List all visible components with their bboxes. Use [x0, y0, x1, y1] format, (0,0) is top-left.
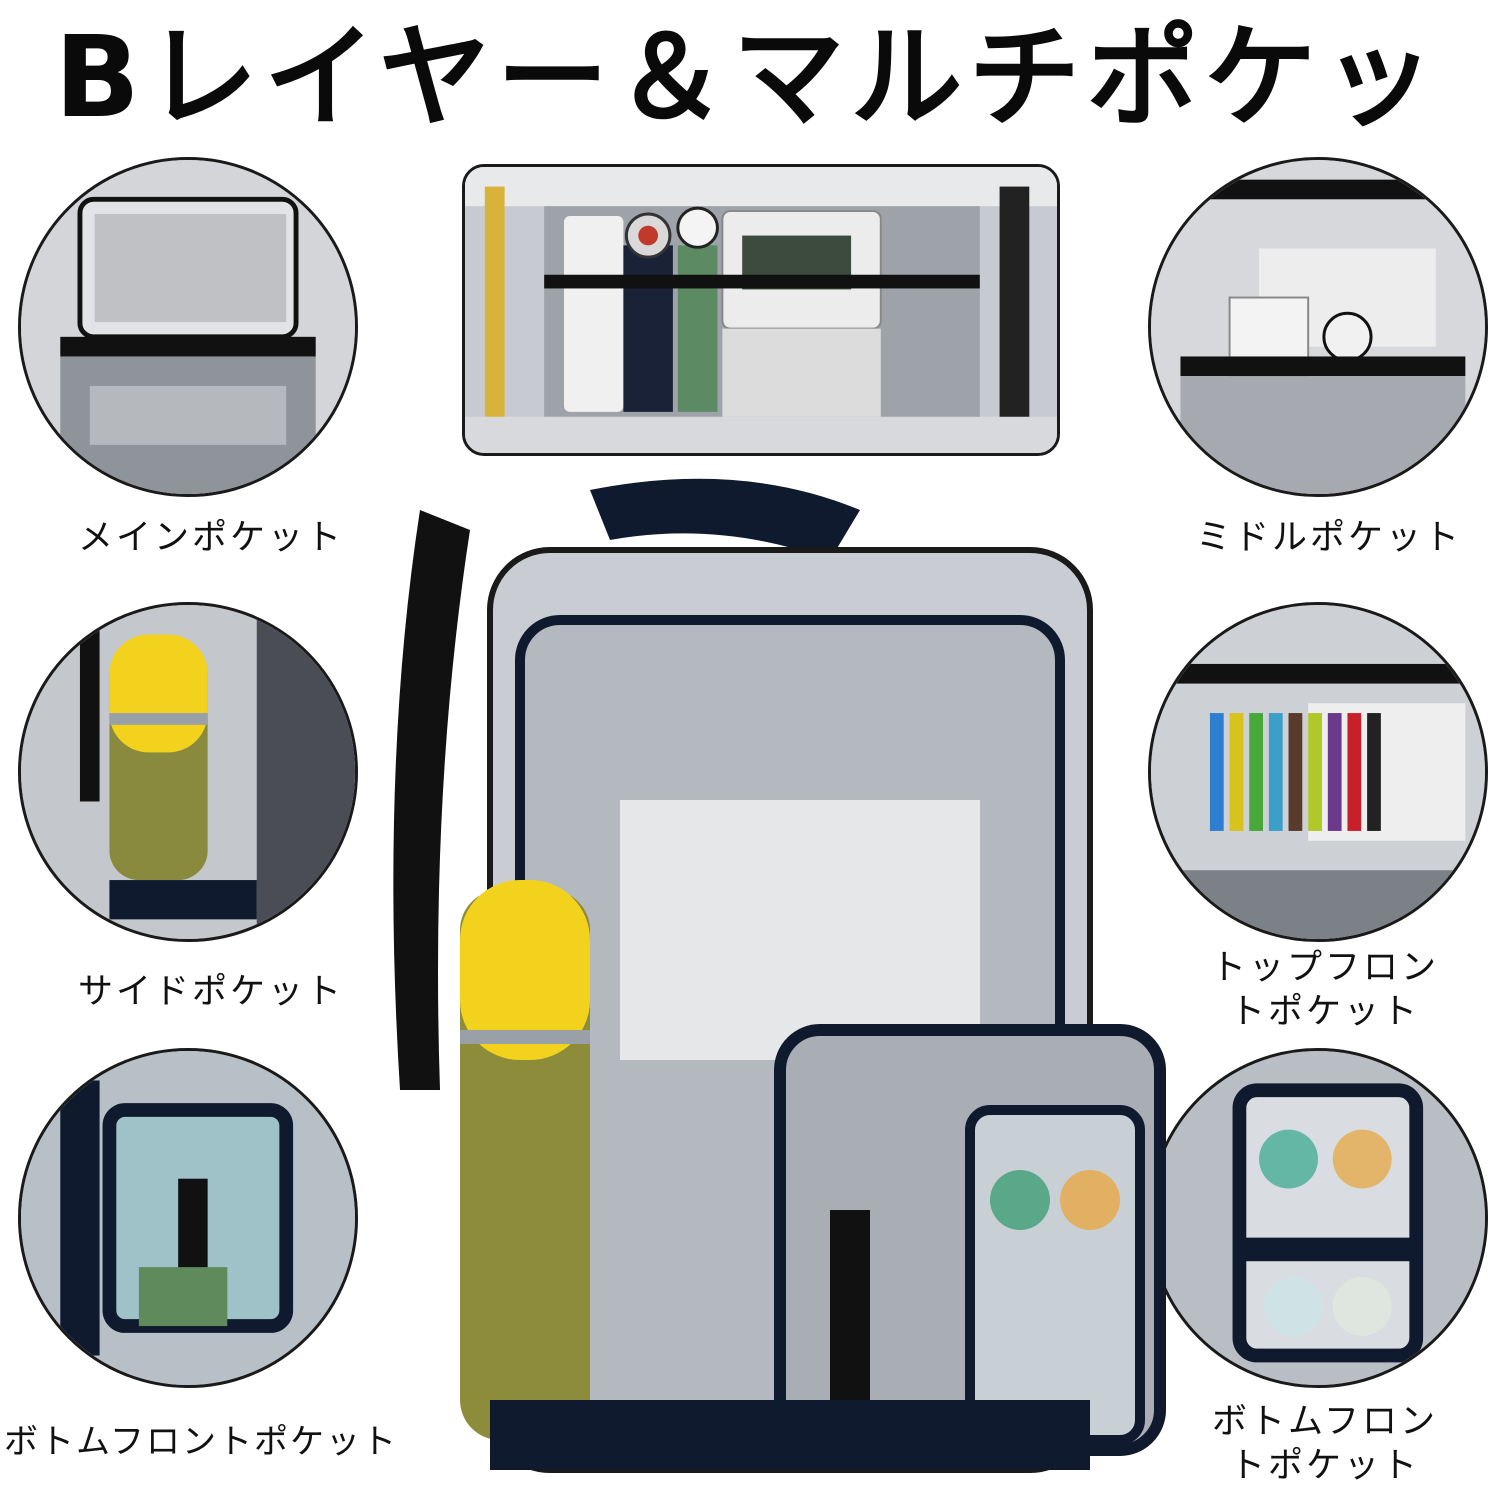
bottom-front-pocket-photo-left: [18, 1048, 358, 1388]
bottom-front-pocket-label-right: ボトムフロン トポケット: [1195, 1400, 1455, 1488]
bottom-front-pocket-label-line1: ボトムフロン: [1212, 1402, 1438, 1442]
top-front-pocket-photo: [1148, 602, 1488, 942]
backpack-product-photo: [360, 470, 1240, 1500]
top-front-pocket-label-line2: トポケット: [1229, 992, 1420, 1032]
bottom-front-pocket-label-left: ボトムフロントポケット: [4, 1422, 398, 1462]
bottom-front-pocket-photo-right: [1148, 1048, 1488, 1388]
middle-pocket-photo: [1148, 157, 1488, 497]
top-front-pocket-label-line1: トップフロン: [1210, 948, 1439, 988]
top-front-pocket-label: トップフロン トポケット: [1200, 946, 1450, 1034]
main-pocket-label: メインポケット: [78, 518, 345, 558]
side-pocket-label: サイドポケット: [78, 972, 345, 1012]
side-pocket-photo: [18, 602, 358, 942]
main-pocket-photo: [18, 157, 358, 497]
middle-pocket-label: ミドルポケット: [1196, 518, 1463, 558]
bottom-front-pocket-label-line2: トポケット: [1229, 1446, 1420, 1486]
organizer-closeup-photo: [462, 164, 1060, 456]
